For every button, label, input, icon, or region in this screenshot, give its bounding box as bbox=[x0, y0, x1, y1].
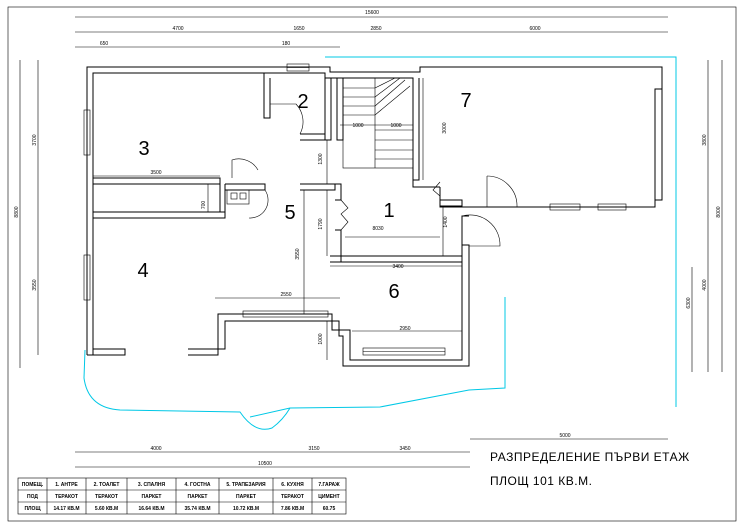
dim-right-total: 8000 bbox=[716, 206, 722, 217]
dim-top-small-1: 650 bbox=[100, 41, 109, 47]
table-cell: 4. ГОСТНА bbox=[185, 482, 211, 488]
table-cell: 2. ТОАЛЕТ bbox=[94, 482, 120, 488]
drawing-title: РАЗПРЕДЕЛЕНИЕ ПЪРВИ ЕТАЖ bbox=[490, 450, 690, 464]
room-number-2: 2 bbox=[297, 91, 308, 113]
table-cell: 7.ГАРАЖ bbox=[318, 482, 340, 488]
table-cell: ПАРКЕТ bbox=[142, 494, 162, 500]
dim-right-a: 3800 bbox=[702, 134, 708, 145]
room-number-7: 7 bbox=[460, 90, 471, 112]
table-cell: 60.75 bbox=[323, 506, 336, 512]
dim-top-small-2: 180 bbox=[282, 41, 291, 47]
dim-v-1790: 1790 bbox=[318, 218, 324, 229]
drawing-border bbox=[7, 6, 737, 522]
dim-v-1400: 1400 bbox=[443, 216, 449, 227]
dim-v-700: 700 bbox=[201, 201, 207, 210]
table-cell: ПАРКЕТ bbox=[236, 494, 256, 500]
dim-room3-width: 3500 bbox=[150, 170, 161, 176]
finishes-table: ПОМЕЩ. 1. АНТРЕ 2. ТОАЛЕТ 3. СПАЛНЯ 4. ГОСТН… bbox=[17, 477, 347, 515]
dim-bottom-a: 4000 bbox=[150, 446, 161, 452]
table-cell: ТЕРАКОТ bbox=[281, 494, 304, 500]
dim-v-1300: 1300 bbox=[318, 153, 324, 164]
room-number-1: 1 bbox=[383, 200, 394, 222]
dim-right-inner: 6300 bbox=[686, 297, 692, 308]
table-cell: 16.64 КВ.М bbox=[138, 506, 164, 512]
table-cell: 14.17 КВ.М bbox=[53, 506, 79, 512]
dim-room6-width: 3400 bbox=[392, 264, 403, 270]
dim-left-a: 3700 bbox=[32, 134, 38, 145]
dim-room7-height: 3000 bbox=[442, 122, 448, 133]
site-boundary bbox=[83, 56, 677, 430]
room-number-4: 4 bbox=[137, 260, 148, 282]
dim-stair-b: 1000 bbox=[390, 123, 401, 129]
table-cell: ПОД bbox=[27, 494, 38, 500]
table-cell: 5.60 КВ.М bbox=[95, 506, 118, 512]
dim-left-b: 3550 bbox=[32, 279, 38, 290]
table-cell: 10.72 КВ.М bbox=[233, 506, 259, 512]
table-cell: 5. ТРАПЕЗАРИЯ bbox=[226, 482, 266, 488]
table-cell: ТЕРАКОТ bbox=[55, 494, 78, 500]
dim-v-3550: 3550 bbox=[295, 248, 301, 259]
table-cell: ТЕРАКОТ bbox=[95, 494, 118, 500]
table-cell: ПЛОЩ bbox=[24, 506, 41, 512]
dim-left-total: 8800 bbox=[14, 206, 20, 217]
dim-bottom-b: 3150 bbox=[308, 446, 319, 452]
room-number-5: 5 bbox=[284, 202, 295, 224]
table-cell: 6. КУХНЯ bbox=[281, 482, 304, 488]
table-cell: ПАРКЕТ bbox=[188, 494, 208, 500]
table-cell: 35.74 КВ.М bbox=[184, 506, 210, 512]
table-cell: 1. АНТРЕ bbox=[55, 482, 78, 488]
dimension-texts: 15600 4700 1650 2850 6000 650 180 5000 4… bbox=[14, 10, 722, 467]
table-cell: 7.86 КВ.М bbox=[281, 506, 304, 512]
staircase bbox=[342, 77, 414, 169]
dim-top-b: 1650 bbox=[293, 26, 304, 32]
dim-bottom-right: 5000 bbox=[559, 433, 570, 439]
dim-bottom-c: 3450 bbox=[399, 446, 410, 452]
windows bbox=[83, 63, 627, 356]
room-number-3: 3 bbox=[138, 138, 149, 160]
building-walls bbox=[86, 66, 663, 367]
dim-v-1000: 1000 bbox=[318, 333, 324, 344]
doors bbox=[231, 103, 518, 247]
dim-top-c: 2850 bbox=[370, 26, 381, 32]
dim-room1-width: 8030 bbox=[372, 226, 383, 232]
floor-area: ПЛОЩ 101 КВ.М. bbox=[490, 474, 592, 488]
table-cell: ЦИМЕНТ bbox=[318, 494, 339, 500]
room-numbers: 1 2 3 4 5 6 7 bbox=[137, 90, 471, 303]
dim-bottom-total: 10500 bbox=[258, 461, 272, 467]
dim-stair-a: 1000 bbox=[352, 123, 363, 129]
dim-right-b: 4000 bbox=[702, 279, 708, 290]
dim-top-a: 4700 bbox=[172, 26, 183, 32]
room-number-6: 6 bbox=[388, 281, 399, 303]
dim-room4-width: 2550 bbox=[280, 292, 291, 298]
table-cell: 3. СПАЛНЯ bbox=[138, 482, 166, 488]
dim-top-d: 6000 bbox=[529, 26, 540, 32]
dim-top-total: 15600 bbox=[365, 10, 379, 16]
dim-room6-bottom: 2950 bbox=[399, 326, 410, 332]
table-cell: ПОМЕЩ. bbox=[22, 482, 44, 488]
dimension-lines bbox=[19, 16, 723, 468]
